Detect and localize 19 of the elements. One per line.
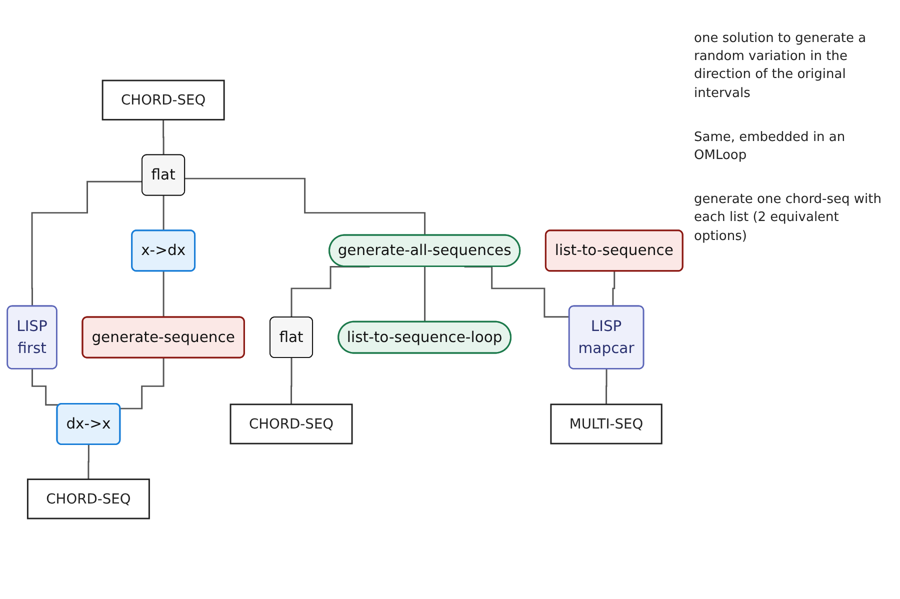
node-box: CHORD-SEQ	[230, 404, 353, 444]
comment-text: one solution to generate a random variation in the direction of the original intervals	[694, 30, 868, 103]
connector	[162, 118, 165, 156]
comment-text: generate one chord-seq with each list (2 equivalent options)	[694, 191, 882, 246]
connector	[290, 357, 292, 406]
comment-text: Same, embedded in an OMLoop	[694, 128, 846, 165]
connector	[612, 270, 616, 308]
node-box: CHORD-SEQ	[102, 80, 225, 120]
connector	[185, 178, 426, 236]
connector	[88, 444, 90, 480]
connector	[162, 195, 165, 232]
node-box: MULTI-SEQ	[550, 404, 662, 444]
connector	[424, 266, 426, 323]
connector	[32, 368, 60, 406]
connector	[31, 180, 142, 308]
connector	[120, 357, 165, 410]
node-box: CHORD-SEQ	[26, 478, 150, 520]
connector	[606, 368, 608, 406]
connector	[162, 270, 164, 318]
